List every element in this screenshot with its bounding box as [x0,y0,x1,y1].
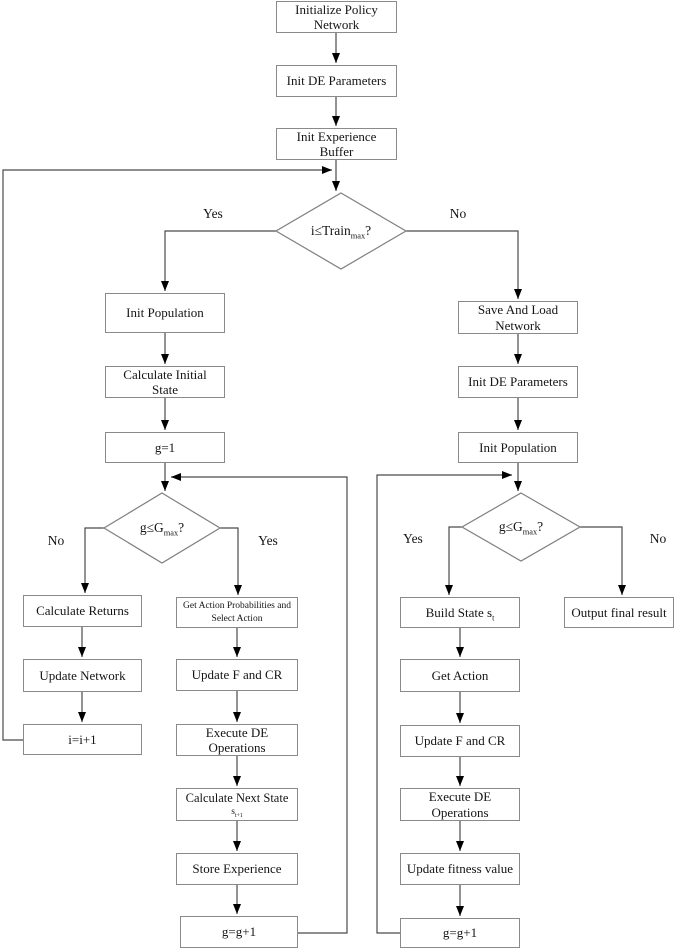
node-label-line1: Calculate Next State [185,791,289,806]
edge-gmax-left-no [81,527,104,593]
edge-gmax-left-yes [220,527,242,595]
node-label: Initialize Policy Network [295,1,378,32]
node-label: Init Population [479,439,557,455]
decision-text-main: g≤G [498,519,523,534]
decision-text-suffix: ? [365,223,372,238]
decision-text-sub: max [163,528,179,538]
node-save-and-load-network: Save And Load Network [458,301,578,334]
state-symbol: s [231,806,235,817]
decision-text: g≤Gmax? [139,520,185,538]
node-label: Init DE Parameters [286,73,387,89]
edge-i-increment-loop [2,166,332,741]
node-execute-de-left: Execute DE Operations [176,724,298,756]
node-execute-de-right: Execute DE Operations [400,788,520,821]
node-label: Init DE Parameters [468,374,568,390]
decision-text-suffix: ? [178,520,185,535]
node-calculate-returns: Calculate Returns [23,595,142,627]
decision-text-sub: max [522,527,538,537]
edge-gmax-right-no [580,526,626,595]
edge-label-gmax-left-yes: Yes [258,533,278,548]
node-g-increment-left: g=g+1 [180,916,298,948]
edge-label-gmax-left-no: No [47,533,65,548]
diamond-gmax-left [102,492,222,564]
node-get-action-probabilities: Get Action Probabilities and Select Acti… [176,597,298,628]
edge-train-yes [161,230,276,291]
decision-text-main: g≤G [139,520,164,535]
node-label: Store Experience [192,861,282,877]
node-label: g=g+1 [221,924,257,940]
node-label: Init Population [126,305,204,321]
node-label: Init Experience Buffer [296,128,377,159]
decision-text-sub: max [350,231,366,241]
diamond-train-check [274,192,408,270]
node-label: i=i+1 [68,731,97,747]
node-label: Update F and CR [414,733,506,749]
node-update-network: Update Network [23,659,142,692]
edge-label-train-yes: Yes [203,206,223,221]
diamond-gmax-right [460,492,582,562]
diamond-gmax-right-label: g≤Gmax? [461,512,581,542]
node-g-increment-right: g=g+1 [400,918,520,948]
node-initialize-policy-network: Initialize Policy Network [276,1,397,33]
edge-g-increment-left-loop [171,473,348,934]
node-label: g=g+1 [442,925,478,941]
node-label: Execute DE Operations [428,789,492,820]
node-label: g=1 [154,439,176,455]
node-label: Update Network [39,667,126,683]
node-label: Calculate Initial State [123,366,207,397]
node-label: Calculate Returns [36,603,129,619]
edge-label-train-no: No [449,206,467,221]
decision-text: g≤Gmax? [498,519,544,537]
node-init-population-right: Init Population [458,432,578,463]
node-init-de-parameters-right: Init DE Parameters [458,366,578,398]
node-g-equals-1: g=1 [105,432,225,463]
state-subscript: t+1 [234,812,243,819]
node-init-population-left: Init Population [105,293,225,333]
node-get-action: Get Action [400,659,520,692]
state-subscript: t [492,613,495,623]
node-update-f-cr-left: Update F and CR [176,659,298,691]
decision-text: i≤Trainmax? [310,223,372,241]
node-label: Update F and CR [191,667,283,683]
edge-g-increment-right-loop [376,471,512,934]
node-store-experience: Store Experience [176,853,298,885]
edge-label-gmax-right-no: No [649,531,667,546]
decision-text-suffix: ? [537,519,544,534]
node-i-increment: i=i+1 [23,724,142,755]
node-label: Execute DE Operations [205,724,269,755]
edge-gmax-right-yes [445,526,462,595]
edge-label-gmax-right-yes: Yes [403,531,423,546]
state-symbol: Build State s [425,604,493,620]
node-build-state: Build State st [400,597,520,628]
node-label: Get Action [431,667,489,683]
node-label: Get Action Probabilities and Select Acti… [183,600,291,624]
node-label-line2: st+1 [231,806,243,819]
node-calculate-next-state: Calculate Next State st+1 [176,788,298,821]
node-init-de-parameters-top: Init DE Parameters [276,65,397,97]
node-update-fitness-value: Update fitness value [400,853,520,885]
node-label: Build State st [425,604,495,623]
node-output-final-result: Output final result [564,597,674,628]
node-update-f-cr-right: Update F and CR [400,725,520,757]
node-label: Output final result [571,604,667,620]
node-label: Save And Load Network [477,302,559,333]
decision-text-main: i≤Train [310,223,351,238]
diamond-gmax-left-label: g≤Gmax? [102,513,222,543]
node-calculate-initial-state: Calculate Initial State [105,366,225,398]
edge-train-no [406,230,522,299]
node-label: Update fitness value [406,861,514,877]
node-init-experience-buffer: Init Experience Buffer [276,128,397,160]
diamond-train-check-label: i≤Trainmax? [281,216,401,246]
